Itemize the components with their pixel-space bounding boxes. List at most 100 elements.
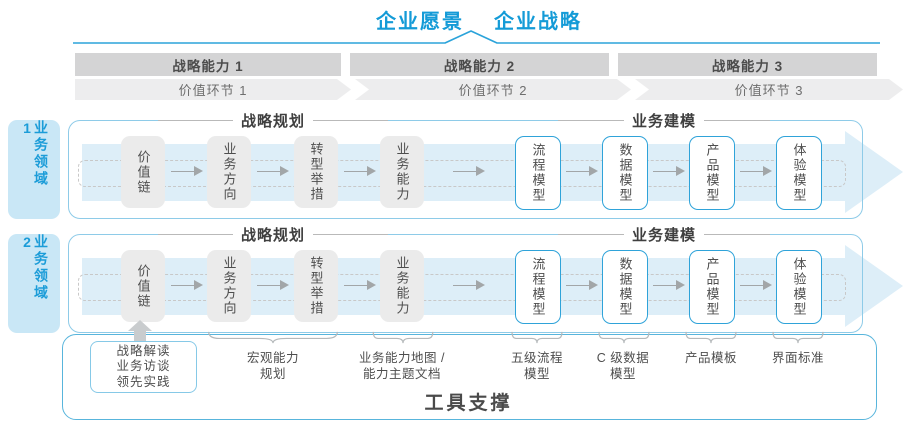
domain-label-text: 业务领域 2 [19,234,49,302]
dashed-pipeline [78,160,846,187]
brace-connector [206,331,340,344]
flow-step-arrow-icon [740,280,772,290]
flow-step-arrow-icon [257,166,289,176]
flow-box-label: 流程模型 [530,143,546,203]
value-link-chevron-2: 价值环节 2 [355,79,631,100]
flow-band-arrowhead [845,131,903,213]
note-capability-map: 业务能力地图 / 能力主题文档 [359,351,445,381]
flow-step-arrow-icon [344,280,376,290]
flow-box-process-model: 流程模型 [515,250,561,324]
flow-box-experience-model: 体验模型 [776,250,822,324]
flow-band-arrowhead [845,245,903,327]
flow-box-label: 价值链 [135,149,151,195]
value-link-chevron-1: 价值环节 1 [75,79,351,100]
flow-box-experience-model: 体验模型 [776,136,822,210]
tool-support-title: 工具支撑 [424,393,513,414]
tool-support-container [62,334,877,420]
flow-box-process-model: 流程模型 [515,136,561,210]
flow-box-label: 数据模型 [617,257,633,317]
flow-step-arrow-icon [171,280,203,290]
flow-box-label: 转型举措 [308,142,324,202]
flow-step-arrow-icon [653,166,685,176]
flow-step-arrow-icon [344,166,376,176]
flow-step-arrow-icon [453,166,485,176]
flow-step-arrow-icon [653,280,685,290]
flow-box-label: 数据模型 [617,143,633,203]
capability-bar-1: 战略能力 1 [75,53,341,76]
title-enterprise-vision: 企业愿景 [376,11,464,33]
note-ui-standard: 界面标准 [771,351,824,365]
title-enterprise-strategy: 企业战略 [494,11,582,33]
flow-box-product-model: 产品模型 [689,250,735,324]
note-macro-capability-planning: 宏观能力 规划 [246,351,299,381]
flow-step-arrow-icon [171,166,203,176]
note-product-template: 产品模板 [684,351,737,365]
section-header-label: 业务建模 [624,223,705,245]
flow-row-domain-2: 价值链 业务方向 转型举措 业务能力 流程模型 数据模型 产品模型 体验模型 战… [68,223,903,333]
domain-label-text: 业务领域 1 [19,120,49,188]
flow-box-business-capability: 业务能力 [380,136,424,208]
flow-box-value-chain: 价值链 [121,136,165,208]
domain-label-2: 业务领域 2 [8,234,60,333]
flow-box-label: 业务能力 [394,142,410,202]
brace-connector [685,331,737,344]
capability-bar-label: 战略能力 2 [443,58,516,74]
flow-box-label: 业务能力 [394,256,410,316]
flow-box-label: 业务方向 [221,256,237,316]
flow-step-arrow-icon [453,280,485,290]
page-title: 企业愿景 企业战略 [46,5,910,34]
domain-label-1: 业务领域 1 [8,120,60,219]
flow-box-label: 转型举措 [308,256,324,316]
flow-box-data-model: 数据模型 [602,250,648,324]
brace-connector [598,331,650,344]
flow-box-transformation-initiatives: 转型举措 [294,250,338,322]
capability-bar-2: 战略能力 2 [350,53,609,76]
practice-callout-box: 战略解读 业务访谈 领先实践 [90,341,197,393]
section-header-label: 业务建模 [624,109,705,131]
value-link-label: 价值环节 2 [458,83,528,98]
flow-step-arrow-icon [566,166,598,176]
capability-bar-3: 战略能力 3 [618,53,877,76]
section-header-business-modeling: 业务建模 [558,223,771,245]
flow-box-label: 业务方向 [221,142,237,202]
practice-line: 领先实践 [116,374,171,389]
flow-box-label: 流程模型 [530,257,546,317]
flow-box-transformation-initiatives: 转型举措 [294,136,338,208]
capability-bar-label: 战略能力 3 [711,58,784,74]
flow-step-arrow-icon [740,166,772,176]
up-arrow-shaft [134,330,146,342]
capability-bar-label: 战略能力 1 [172,58,244,74]
flow-box-business-direction: 业务方向 [207,250,251,322]
section-header-label: 战略规划 [233,109,314,131]
flow-box-label: 价值链 [135,263,151,309]
dashed-pipeline [78,274,846,301]
value-link-label: 价值环节 3 [734,83,804,98]
flow-box-label: 产品模型 [704,143,720,203]
practice-line: 业务访谈 [116,359,171,374]
brace-connector [772,331,824,344]
flow-box-label: 体验模型 [791,257,807,317]
practice-line: 战略解读 [116,343,171,358]
flow-row-domain-1: 价值链 业务方向 转型举措 业务能力 流程模型 数据模型 产品模型 体验模型 战… [68,109,903,219]
note-c-level-data-model: C 级数据 模型 [596,351,650,381]
flow-step-arrow-icon [566,280,598,290]
flow-box-value-chain: 价值链 [121,250,165,322]
brace-connector [372,331,434,344]
brace-connector [511,331,563,344]
value-link-chevron-3: 价值环节 3 [635,79,903,100]
flow-box-data-model: 数据模型 [602,136,648,210]
section-header-business-modeling: 业务建模 [558,109,771,131]
section-header-strategic-planning: 战略规划 [158,109,389,131]
up-arrow-icon [128,320,152,331]
flow-box-product-model: 产品模型 [689,136,735,210]
section-header-label: 战略规划 [233,223,314,245]
flow-box-label: 产品模型 [704,257,720,317]
caret-divider-line [73,30,880,44]
value-link-label: 价值环节 1 [178,83,248,98]
flow-step-arrow-icon [257,280,289,290]
note-l5-process-model: 五级流程 模型 [510,351,563,381]
flow-box-business-direction: 业务方向 [207,136,251,208]
section-header-strategic-planning: 战略规划 [158,223,389,245]
flow-box-label: 体验模型 [791,143,807,203]
